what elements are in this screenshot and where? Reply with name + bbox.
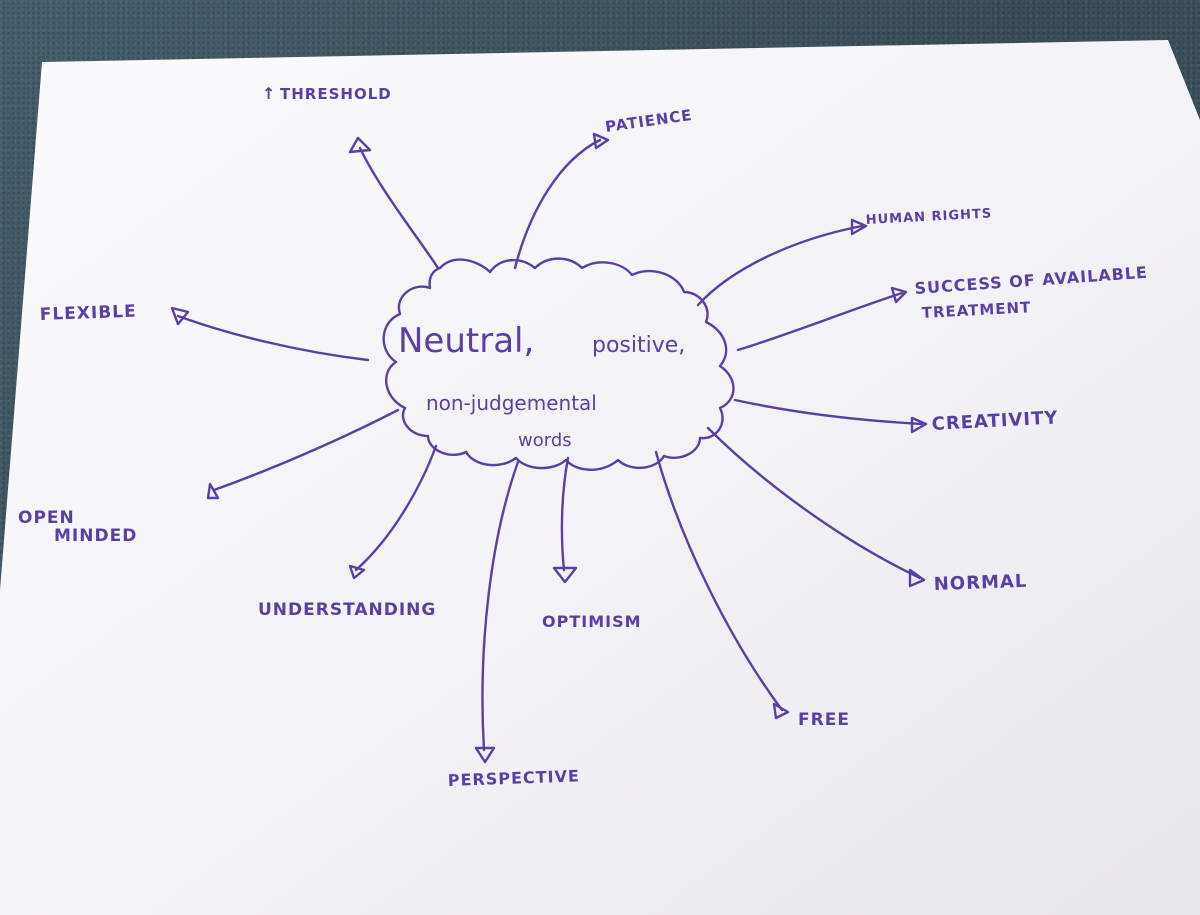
word-threshold-arrow: ↑ [262,84,276,103]
connector-open-minded [206,408,400,500]
word-understanding: UNDERSTANDING [258,600,436,620]
word-free: FREE [798,710,850,730]
connector-optimism [552,456,578,584]
word-flexible: FLEXIBLE [39,302,137,325]
connector-patience [513,132,610,270]
connector-understanding [348,444,438,580]
center-title-line3: words [518,430,572,451]
word-human-rights: HUMAN RIGHTS [865,206,992,228]
center-title-line1: Neutral, [398,321,534,361]
connector-success [736,286,908,352]
center-title-line1b: positive, [592,333,685,358]
word-open: OPEN [18,508,75,528]
connector-flexible [170,306,370,362]
center-cloud [382,257,735,471]
connector-normal [706,426,926,588]
word-optimism: OPTIMISM [542,612,642,631]
word-success-line2: TREATMENT [921,298,1031,322]
connector-creativity [733,398,928,434]
connector-human-rights [696,218,868,307]
word-threshold: THRESHOLD [280,85,392,103]
center-title-line2: non-judgemental [426,391,597,415]
connector-free [654,450,790,720]
word-normal: NORMAL [933,571,1027,595]
paper-sheet [0,40,1200,915]
word-minded: MINDED [54,526,137,546]
connector-threshold [348,136,440,270]
word-perspective: PERSPECTIVE [447,766,580,790]
connector-perspective [474,460,520,764]
